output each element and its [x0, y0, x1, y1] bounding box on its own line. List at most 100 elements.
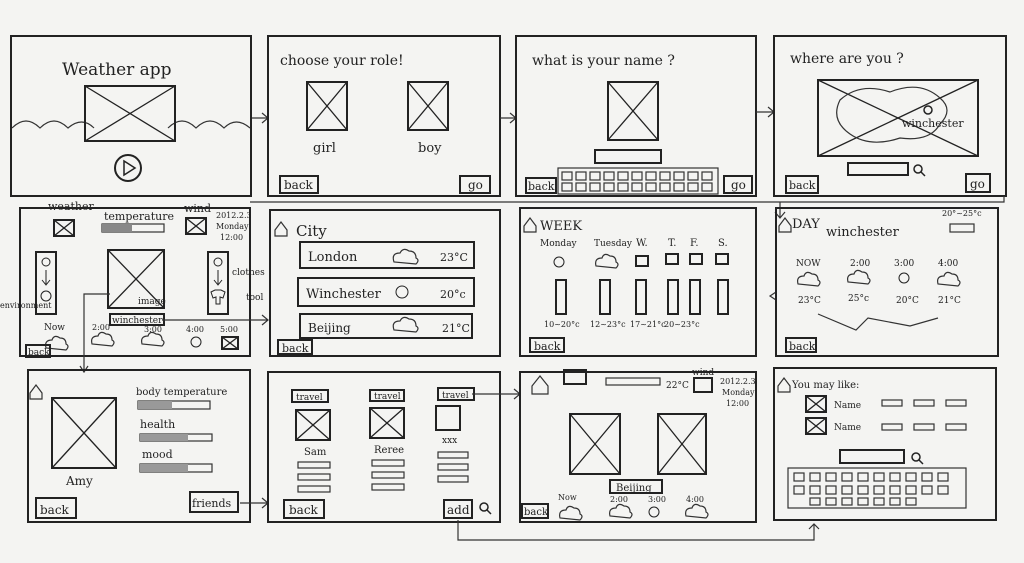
range-label: 12~23°c — [590, 320, 626, 329]
play-button[interactable] — [114, 154, 142, 182]
screen-name: what is your name ? back go — [515, 35, 757, 197]
add-icon[interactable] — [213, 257, 223, 267]
friend-avatar[interactable] — [435, 405, 461, 431]
cloud-line — [11, 120, 251, 129]
city-row[interactable] — [299, 241, 475, 269]
temp-label: 20°C — [896, 296, 919, 306]
home-icon[interactable] — [523, 217, 537, 233]
tool-panel[interactable] — [207, 251, 229, 315]
weather-icon-box[interactable] — [53, 219, 75, 237]
back-button[interactable] — [521, 503, 549, 519]
rain-icon — [609, 503, 633, 519]
cloud-icon — [595, 253, 619, 269]
cloud-icon — [559, 505, 583, 521]
environment-panel[interactable] — [35, 251, 57, 315]
screen-title: choose your role! — [280, 53, 404, 69]
home-icon[interactable] — [29, 384, 43, 400]
keyboard[interactable] — [787, 467, 967, 509]
travel-label: travel — [296, 393, 323, 403]
screen-frame — [515, 35, 757, 197]
name-input[interactable] — [594, 149, 662, 164]
screen-frame — [519, 371, 757, 523]
day-label: S. — [718, 238, 728, 249]
back-button[interactable] — [25, 344, 51, 358]
screen-frame — [775, 207, 999, 357]
map-image[interactable] — [817, 79, 979, 157]
location-search-input[interactable] — [847, 162, 909, 176]
screen-title: You may like: — [791, 380, 859, 391]
go-button[interactable] — [723, 175, 753, 194]
add-icon[interactable] — [41, 257, 51, 267]
stat-bar — [881, 423, 903, 431]
screen-frame — [269, 209, 501, 357]
sun-icon — [395, 285, 409, 299]
suggestion-avatar[interactable] — [805, 417, 827, 435]
temp-bar — [689, 279, 701, 315]
back-button[interactable] — [525, 177, 557, 194]
time-label: 12:00 — [726, 399, 749, 408]
back-button[interactable] — [277, 339, 313, 355]
city-name: winchester — [826, 225, 900, 240]
flow-arrow — [756, 106, 775, 118]
date-label: 2012.2.3 — [720, 377, 756, 386]
home-icon[interactable] — [274, 221, 288, 237]
temp-bars — [555, 279, 729, 315]
back-button[interactable] — [785, 175, 819, 194]
rain-icon — [91, 331, 115, 347]
city-name: Winchester — [306, 287, 382, 302]
environment-label: environment — [0, 301, 52, 310]
temp-range: 20°~25°c — [942, 209, 982, 218]
sun-icon — [553, 256, 565, 268]
city-row[interactable] — [297, 277, 475, 307]
range-label: 10~20°c — [544, 320, 580, 329]
city-temp: 23°C — [440, 251, 468, 264]
back-button[interactable] — [529, 337, 565, 353]
screen-frame — [10, 35, 252, 197]
screen-friend-weather: 22°C wind 2012.2.3 Monday 12:00 Beijing … — [519, 368, 757, 523]
search-icon[interactable] — [911, 452, 921, 462]
search-icon[interactable] — [479, 502, 489, 512]
go-button[interactable] — [965, 173, 991, 193]
screen-title: where are you ? — [790, 51, 904, 67]
back-button[interactable] — [279, 175, 319, 194]
hour-label: 2:00 — [610, 495, 628, 504]
city-name: London — [308, 250, 358, 265]
suggestion-avatar[interactable] — [805, 395, 827, 413]
back-label: back — [284, 178, 314, 192]
wind-icon-box[interactable] — [185, 217, 207, 235]
back-button[interactable] — [35, 497, 77, 519]
girl-image[interactable] — [306, 81, 348, 131]
back-button[interactable] — [785, 337, 817, 353]
add-button[interactable] — [443, 499, 473, 519]
go-button[interactable] — [459, 175, 491, 194]
weather-placeholder-icon — [221, 336, 239, 350]
friends-button[interactable] — [189, 491, 239, 513]
home-icon[interactable] — [531, 375, 549, 395]
stat-bar — [945, 399, 967, 407]
friend-avatar[interactable] — [369, 407, 405, 439]
screen-title: WEEK — [540, 219, 582, 234]
keyboard[interactable] — [557, 167, 719, 195]
go-label: go — [468, 178, 483, 192]
search-input[interactable] — [839, 449, 905, 464]
flow-arrow — [252, 112, 269, 124]
cloud-icon — [392, 248, 419, 265]
wind-icon-box — [693, 377, 713, 393]
location-badge — [609, 479, 663, 494]
home-icon[interactable] — [777, 377, 791, 393]
city-name: Beijing — [308, 321, 351, 335]
screen-frame — [519, 207, 757, 357]
home-icon[interactable] — [778, 217, 792, 233]
search-icon[interactable] — [913, 164, 923, 174]
friend-stat-bars — [297, 451, 469, 493]
screen-frame — [19, 207, 251, 357]
back-button[interactable] — [283, 499, 325, 519]
stat-bar — [945, 423, 967, 431]
friend-avatar[interactable] — [295, 409, 331, 441]
flow-arrow — [768, 291, 777, 301]
time-label: 3:00 — [894, 259, 914, 269]
city-row[interactable] — [299, 313, 473, 339]
user-avatar — [569, 413, 621, 475]
boy-image[interactable] — [407, 81, 449, 131]
play-icon — [123, 159, 137, 177]
